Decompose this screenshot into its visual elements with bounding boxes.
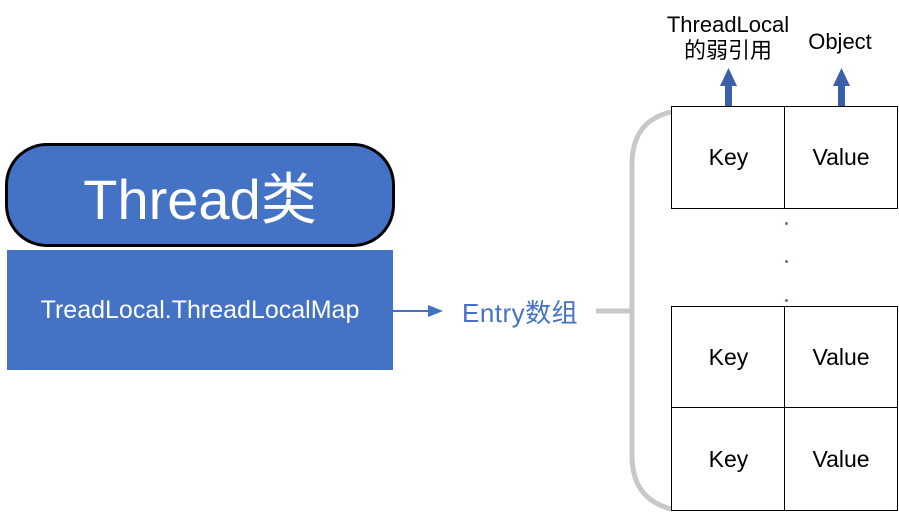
arrow-right-icon [393,305,443,317]
entry-key-cell: Key [671,306,786,409]
arrow-up-icon [833,68,850,106]
entry-array-label: Entry数组 [462,298,579,328]
brace-icon [629,109,672,512]
ellipsis-dot [785,299,788,302]
entry-key-cell: Key [671,407,786,511]
thread-class-box: Thread类 [5,143,395,247]
value-text: Value [812,144,870,170]
threadlocalmap-label: TreadLocal.ThreadLocalMap [40,295,360,324]
entry-value-cell: Value [784,106,898,209]
value-text: Value [812,445,870,472]
ellipsis-dot [785,222,788,225]
key-text: Key [708,144,749,170]
key-annotation: ThreadLocal 的弱引用 [658,12,798,64]
entry-value-cell: Value [784,306,898,409]
value-text: Value [812,344,870,370]
threadlocalmap-box: TreadLocal.ThreadLocalMap [7,250,393,370]
value-annotation: Object [808,29,872,54]
entry-key-cell: Key [671,106,786,209]
arrow-up-icon [720,68,737,106]
ellipsis-dot [785,260,788,263]
key-text: Key [708,445,749,472]
key-annotation-line2: 的弱引用 [683,38,772,63]
key-annotation-line1: ThreadLocal [666,12,790,37]
thread-class-title: Thread类 [83,167,317,231]
entry-value-cell: Value [784,407,898,511]
key-text: Key [708,344,749,370]
